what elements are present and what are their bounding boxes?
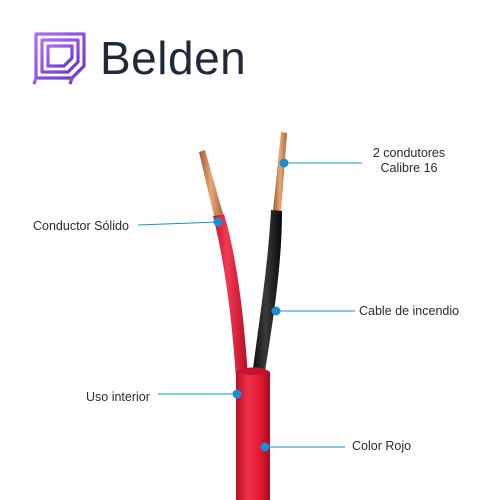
black-wire [252,210,282,378]
brand-logo: Belden [32,26,272,88]
callout-dot-color [260,442,270,452]
label-color: Color Rojo [352,439,412,453]
red-wire [213,214,248,378]
label-fire-cable: Cable de incendio [359,304,460,318]
callout-dot-fire-cable [271,306,281,316]
callout-line-conductor [137,221,219,226]
brand-name: Belden [100,32,247,84]
label-indoor: Uso interior [86,390,150,404]
label-conductor: Conductor Sólido [33,219,129,233]
label-two-conductors: 2 condutores Calibre 16 [364,146,454,176]
label-two-conductors-line2: Calibre 16 [380,161,438,175]
label-two-conductors-line1: 2 condutores [372,146,446,160]
belden-logo-icon [32,32,86,85]
callout-dot-two-conductors [279,158,289,168]
red-jacket [236,367,270,500]
callout-dot-indoor [232,389,242,399]
black-wire-copper [273,132,287,212]
red-wire-copper [199,150,223,216]
callout-dot-conductor [213,217,223,227]
